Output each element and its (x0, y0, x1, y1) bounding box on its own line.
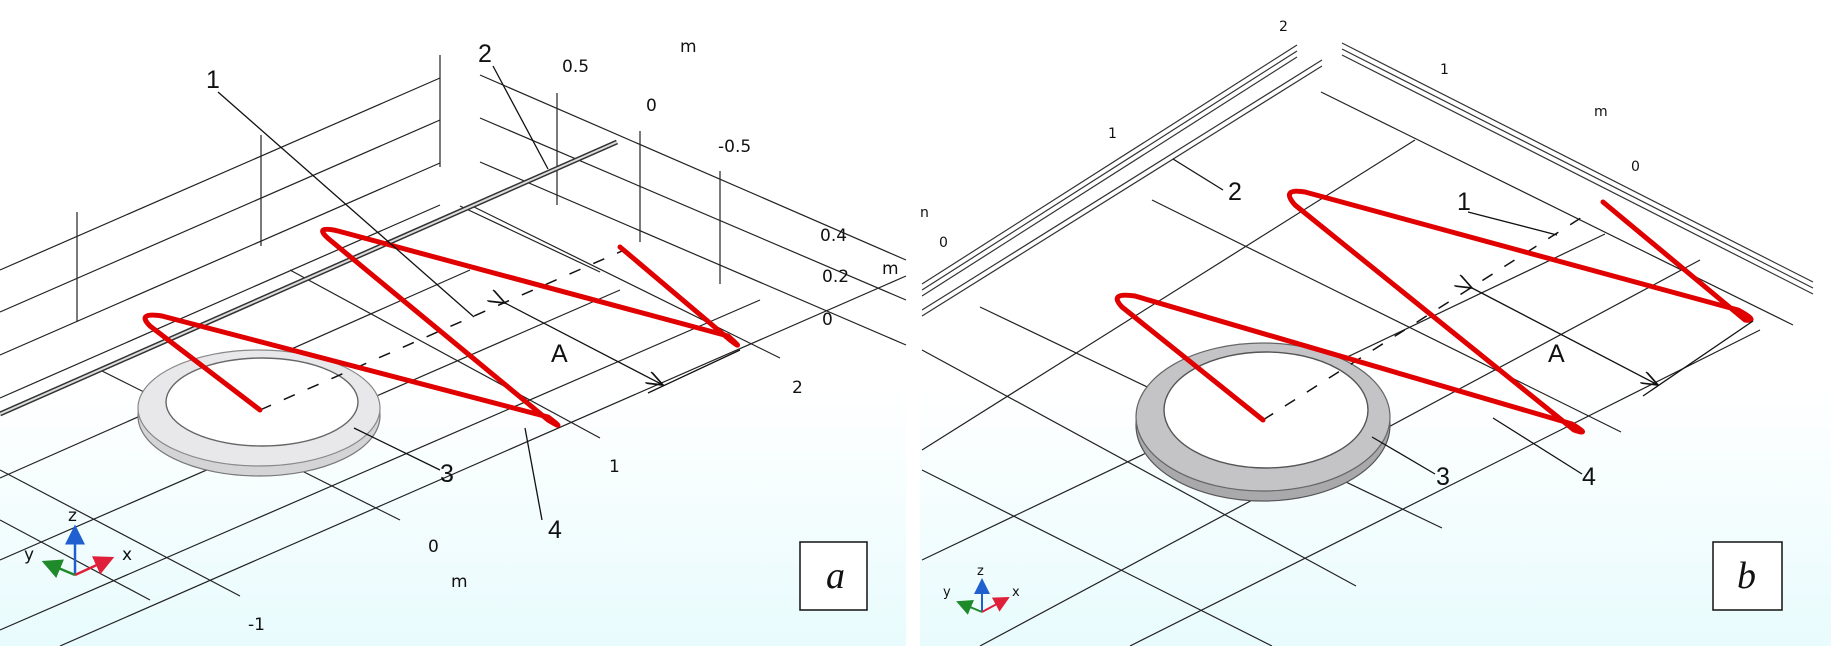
callout-2: 2 (478, 40, 492, 68)
z-tick: 0.4 (820, 226, 847, 246)
callout-1: 1 (206, 66, 220, 94)
triad-y-label: y (943, 585, 951, 600)
y-tick: 0 (646, 96, 657, 116)
conductor-rod (0, 139, 619, 417)
helical-coil (142, 226, 740, 428)
helical-coil (1114, 188, 1754, 435)
dimension-label: A (551, 340, 568, 368)
panel-b-frame-rails (921, 42, 1814, 317)
panel-a-callouts: 1 2 3 4 A (206, 40, 741, 544)
triad-z-label: z (68, 506, 77, 526)
callout-3: 3 (1436, 463, 1450, 491)
callout-2: 2 (1228, 178, 1242, 206)
panel-a-label-box (799, 541, 868, 611)
ring-coil (137, 349, 381, 477)
tick: 1 (1440, 62, 1449, 78)
callout-4: 4 (548, 516, 562, 544)
x-tick: -1 (248, 615, 265, 635)
tick: 1 (1108, 126, 1117, 142)
triad-y-label: y (24, 545, 34, 565)
panel-b: 2 1 A 3 4 2 1 0 n 1 0 m z x y b (920, 0, 1831, 646)
axis-triad: z x y (943, 564, 1020, 615)
y-axis-arrow (956, 600, 983, 615)
y-axis-arrow (41, 559, 76, 578)
coil-axis (1262, 213, 1588, 421)
panel-b-callouts: 2 1 A 3 4 (1172, 158, 1754, 491)
x-tick: 0 (428, 537, 439, 557)
panel-a-axis-ticks: m 0.5 0 -0.5 0.4 0.2 0 m 2 1 0 -1 m (248, 37, 899, 635)
panel-a: 1 2 3 4 A m 0.5 0 -0.5 0.4 0.2 0 m 2 1 0… (0, 0, 907, 646)
triad-x-label: x (122, 545, 132, 565)
x-axis-arrow (74, 556, 115, 577)
unit-label: n (920, 205, 929, 221)
dimension-label: A (1548, 340, 1565, 368)
x-tick: 1 (609, 457, 620, 477)
panel-b-label: b (1737, 555, 1756, 597)
callout-4: 4 (1582, 463, 1596, 491)
y-tick: -0.5 (718, 137, 751, 157)
panel-a-label: a (826, 555, 845, 597)
callout-1: 1 (1457, 188, 1471, 216)
x-tick: 2 (792, 378, 803, 398)
triad-z-label: z (977, 564, 984, 579)
tick: 0 (939, 235, 948, 251)
triad-x-label: x (1012, 585, 1020, 600)
panel-a-background (0, 0, 906, 646)
z-tick: 0.2 (822, 267, 849, 287)
unit-label: m (1594, 104, 1608, 120)
x-axis-arrow (981, 597, 1010, 613)
panel-b-axis-ticks: 2 1 0 n 1 0 m (920, 19, 1640, 251)
axis-triad: z x y (24, 506, 132, 578)
x-unit-label: m (451, 572, 468, 592)
z-tick: 0 (822, 310, 833, 330)
panel-b-label-box (1712, 541, 1783, 611)
tick: 0 (1631, 159, 1640, 175)
callout-3: 3 (440, 460, 454, 488)
z-unit-label: m (882, 259, 899, 279)
y-tick: 0.5 (562, 57, 589, 77)
panel-b-background (920, 0, 1831, 646)
y-unit-label: m (680, 37, 697, 57)
tick: 2 (1279, 19, 1288, 35)
